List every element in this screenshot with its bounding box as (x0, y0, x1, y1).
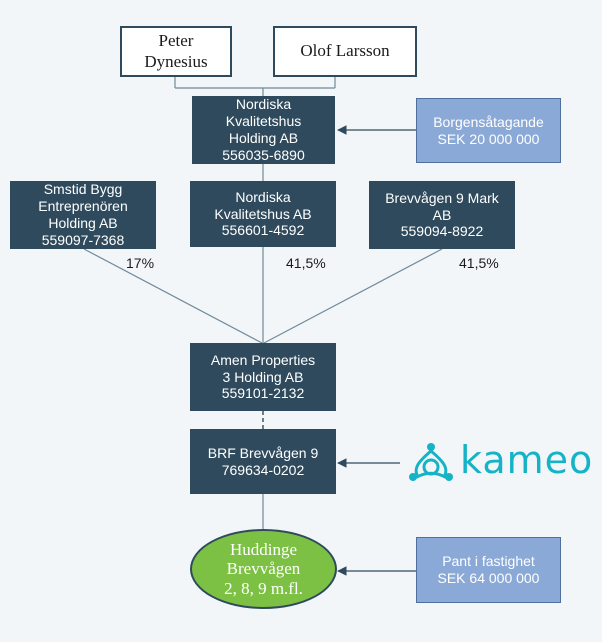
entity-box-smstid: Smstid Bygg Entreprenören Holding AB 559… (10, 181, 156, 249)
smstid-line1: Smstid Bygg (43, 181, 123, 198)
nk-line2: Kvalitetshus AB (214, 205, 312, 222)
owner-peter-line1: Peter (158, 31, 194, 51)
b9m-line1: Brevvågen 9 Mark (385, 189, 499, 206)
pledge-box: Pant i fastighet SEK 64 000 000 (416, 537, 561, 603)
amen-line1: Amen Properties (210, 351, 316, 368)
nkh-line2: Kvalitetshus (225, 113, 302, 130)
owner-peter-line2: Dynesius (144, 51, 208, 71)
line-smstid-to-amen (83, 248, 263, 344)
entity-box-nordiska-holding: Nordiska Kvalitetshus Holding AB 556035-… (192, 96, 335, 164)
brf-line1: BRF Brevvågen 9 (207, 444, 319, 461)
nkh-line1: Nordiska (235, 96, 292, 113)
property-line1: Huddinge (229, 539, 298, 559)
owner-olof-line1: Olof Larsson (300, 41, 390, 61)
guarantee-line2: SEK 20 000 000 (437, 130, 540, 147)
entity-box-brf: BRF Brevvågen 9 769634-0202 (190, 429, 336, 494)
property-line3: 2, 8, 9 m.fl. (224, 578, 303, 598)
entity-box-nordiska-ab: Nordiska Kvalitetshus AB 556601-4592 (190, 181, 336, 247)
line-brev9mark-to-amen (263, 248, 443, 344)
amen-line3: 559101-2132 (221, 385, 305, 402)
ownership-pct-smstid: 17% (126, 255, 155, 271)
b9m-line3: 559094-8922 (400, 223, 484, 240)
entity-box-amen: Amen Properties 3 Holding AB 559101-2132 (190, 343, 336, 411)
kameo-knot-icon (409, 443, 453, 481)
kameo-logo: kameo (404, 438, 594, 488)
entity-box-brevvagen9mark: Brevvågen 9 Mark AB 559094-8922 (369, 181, 515, 249)
nk-line3: 556601-4592 (221, 222, 305, 239)
kameo-logo-text: kameo (460, 438, 594, 482)
b9m-line2: AB (432, 206, 452, 223)
smstid-line3: Holding AB (48, 215, 118, 231)
smstid-line2: Entreprenören (38, 198, 128, 215)
owner-box-olof: Olof Larsson (273, 26, 417, 77)
property-line2: Brevvågen (226, 559, 301, 579)
amen-line2: 3 Holding AB (222, 368, 304, 385)
ownership-pct-brevvagen9mark: 41,5% (459, 255, 499, 271)
nkh-line3: Holding AB (228, 130, 299, 146)
nkh-line4: 556035-6890 (222, 146, 305, 163)
pledge-line1: Pant i fastighet (442, 553, 535, 570)
property-ellipse: Huddinge Brevvågen 2, 8, 9 m.fl. (190, 529, 337, 609)
brf-line2: 769634-0202 (221, 461, 305, 478)
smstid-line4: 559097-7368 (41, 231, 125, 248)
nk-line1: Nordiska (235, 188, 291, 205)
owner-box-peter: Peter Dynesius (120, 26, 232, 77)
guarantee-line1: Borgensåtagande (433, 113, 544, 130)
pledge-line2: SEK 64 000 000 (437, 570, 540, 586)
guarantee-box: Borgensåtagande SEK 20 000 000 (416, 98, 561, 163)
ownership-pct-nk: 41,5% (286, 255, 326, 271)
